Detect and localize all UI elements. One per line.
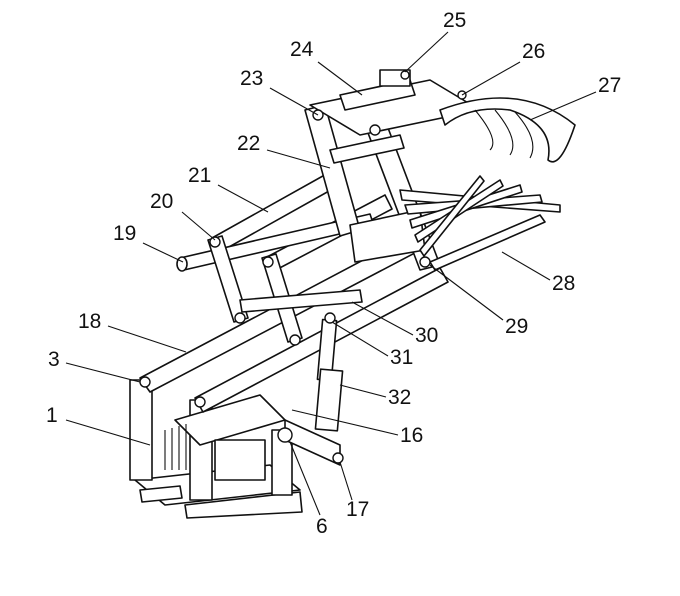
leader-line xyxy=(461,61,521,96)
reference-number-23: 23 xyxy=(240,67,263,90)
reference-number-21: 21 xyxy=(188,164,211,187)
reference-number-26: 26 xyxy=(522,40,545,63)
leader-line xyxy=(181,211,216,241)
reference-number-19: 19 xyxy=(113,222,136,245)
leader-line xyxy=(351,301,414,336)
reference-number-22: 22 xyxy=(237,132,260,155)
leader-line xyxy=(339,384,387,398)
leader-line xyxy=(289,441,321,516)
pivot-pins xyxy=(139,70,467,464)
leader-line xyxy=(429,264,504,321)
reference-number-30: 30 xyxy=(415,324,438,347)
leader-line xyxy=(317,61,363,96)
reference-number-16: 16 xyxy=(400,424,423,447)
leader-line xyxy=(339,461,353,501)
leader-line xyxy=(291,409,399,436)
leader-line xyxy=(65,419,151,446)
reference-number-27: 27 xyxy=(598,74,621,97)
reference-number-3: 3 xyxy=(48,348,60,371)
reference-number-18: 18 xyxy=(78,310,101,333)
reference-number-29: 29 xyxy=(505,315,528,338)
leader-line xyxy=(331,321,389,357)
leader-line xyxy=(269,87,319,116)
leader-line xyxy=(65,362,141,383)
leader-line xyxy=(107,325,187,353)
reference-number-28: 28 xyxy=(552,272,575,295)
leader-line xyxy=(142,242,184,263)
reference-number-1: 1 xyxy=(46,404,58,427)
reference-number-20: 20 xyxy=(150,190,173,213)
leader-line xyxy=(404,31,449,73)
leader-line xyxy=(266,149,331,169)
reference-number-32: 32 xyxy=(388,386,411,409)
leader-line xyxy=(529,91,597,121)
linkage-plates xyxy=(207,235,363,343)
reference-number-17: 17 xyxy=(346,498,369,521)
upper-arm-21 xyxy=(176,171,393,273)
leader-line xyxy=(501,251,551,281)
fork-tines-28 xyxy=(399,175,561,271)
reference-number-24: 24 xyxy=(290,38,314,61)
hydraulic-cylinder-32 xyxy=(284,318,344,466)
reference-number-31: 31 xyxy=(390,346,413,369)
reference-number-6: 6 xyxy=(316,515,328,538)
curved-claw-27 xyxy=(439,97,576,163)
leader-line xyxy=(217,184,269,213)
reference-number-25: 25 xyxy=(443,9,466,32)
